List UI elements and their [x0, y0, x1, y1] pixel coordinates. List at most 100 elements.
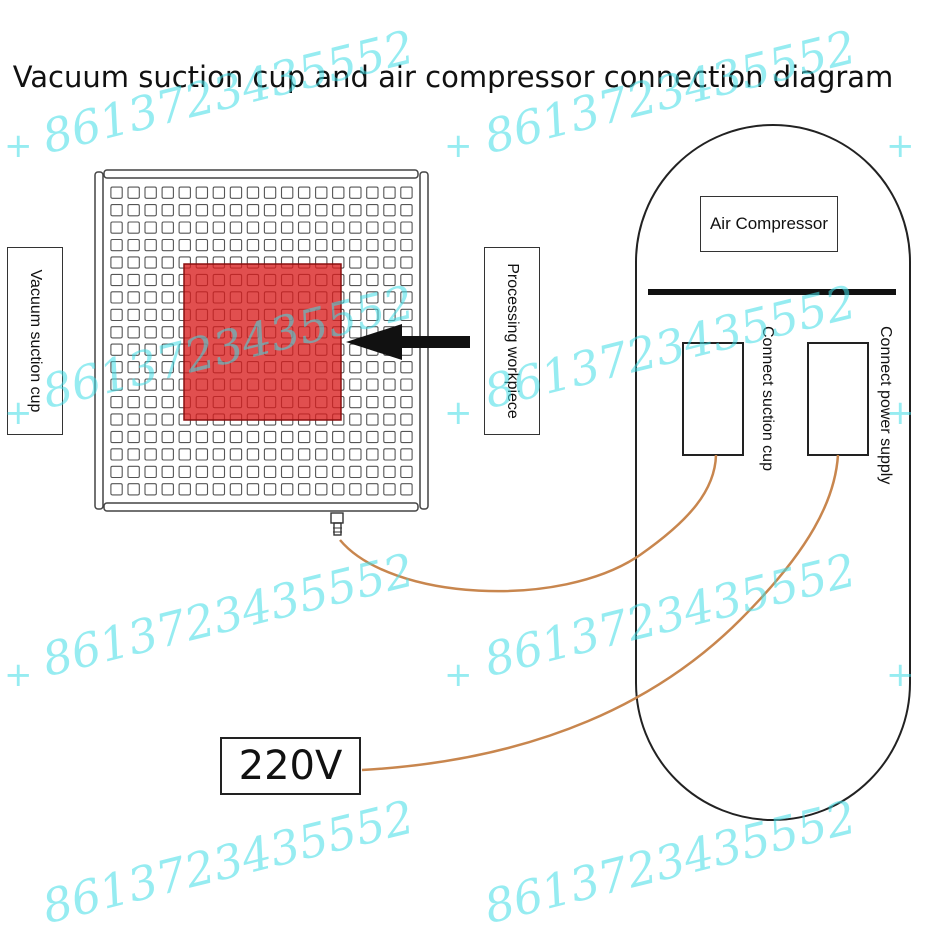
- suction-hole: [315, 483, 328, 496]
- suction-hole: [383, 395, 396, 409]
- suction-hole: [400, 413, 413, 426]
- suction-hole: [161, 326, 174, 339]
- suction-hole: [383, 256, 396, 269]
- suction-hole: [127, 361, 140, 374]
- suction-hole: [246, 204, 260, 217]
- suction-hole: [332, 448, 345, 461]
- suction-hole: [349, 465, 362, 479]
- suction-hole: [400, 395, 413, 409]
- suction-hole: [349, 238, 362, 252]
- suction-hole: [144, 361, 157, 374]
- suction-hole: [400, 291, 413, 304]
- suction-hole: [383, 308, 396, 322]
- suction-hole: [110, 326, 123, 339]
- suction-hole: [349, 186, 362, 199]
- suction-hole: [161, 395, 174, 409]
- suction-hole: [127, 326, 140, 339]
- suction-hole: [110, 221, 123, 234]
- suction-hole: [349, 221, 362, 234]
- suction-hole: [383, 221, 396, 234]
- suction-hole: [127, 395, 140, 409]
- suction-hole: [127, 465, 140, 479]
- suction-hole: [315, 430, 328, 444]
- suction-hole: [144, 326, 157, 339]
- suction-hole: [246, 238, 260, 252]
- watermark-plus: +: [4, 126, 33, 166]
- suction-hole: [161, 308, 174, 322]
- suction-hole: [280, 465, 294, 479]
- watermark-plus: +: [886, 655, 915, 695]
- suction-hole: [383, 238, 396, 252]
- suction-hole: [349, 361, 362, 374]
- suction-hole: [127, 430, 140, 444]
- suction-hole: [366, 378, 379, 391]
- suction-hole: [383, 186, 396, 199]
- suction-hole: [178, 186, 191, 199]
- suction-hole: [110, 465, 123, 479]
- suction-hole: [246, 430, 260, 444]
- suction-hole: [400, 430, 413, 444]
- suction-hole: [212, 483, 226, 496]
- suction-hole: [144, 343, 157, 356]
- suction-hole: [178, 430, 191, 444]
- suction-hole: [144, 256, 157, 269]
- suction-hole: [246, 186, 260, 199]
- suction-hole: [110, 291, 123, 304]
- watermark-plus: +: [4, 393, 33, 433]
- suction-hole: [400, 483, 413, 496]
- suction-hole: [178, 448, 191, 461]
- suction-hole: [315, 204, 328, 217]
- suction-hole: [297, 448, 311, 461]
- suction-hole: [212, 221, 226, 234]
- suction-hole: [366, 483, 379, 496]
- suction-hole: [349, 256, 362, 269]
- suction-hole: [212, 465, 226, 479]
- suction-hole: [280, 238, 294, 252]
- suction-hole: [366, 395, 379, 409]
- suction-hole: [263, 221, 277, 234]
- plate-bottom-rail: [103, 502, 419, 512]
- suction-hole: [195, 483, 209, 496]
- suction-hole: [297, 430, 311, 444]
- suction-hole: [383, 204, 396, 217]
- suction-hole: [127, 378, 140, 391]
- suction-hole: [178, 238, 191, 252]
- suction-hole: [280, 221, 294, 234]
- suction-hole: [127, 273, 140, 287]
- suction-hole: [212, 204, 226, 217]
- suction-hole: [161, 430, 174, 444]
- suction-hole: [144, 430, 157, 444]
- suction-hole: [127, 448, 140, 461]
- suction-hole: [383, 378, 396, 391]
- suction-hole: [315, 221, 328, 234]
- suction-hole: [144, 221, 157, 234]
- suction-hole: [263, 204, 277, 217]
- suction-hole: [400, 273, 413, 287]
- suction-hole: [349, 430, 362, 444]
- suction-hole: [127, 186, 140, 199]
- suction-hole: [349, 273, 362, 287]
- suction-port: [682, 342, 744, 456]
- suction-hole: [366, 204, 379, 217]
- suction-hole: [161, 465, 174, 479]
- suction-hole: [349, 413, 362, 426]
- suction-hole: [332, 204, 345, 217]
- suction-hole: [349, 326, 362, 339]
- suction-hole: [297, 483, 311, 496]
- suction-hole: [161, 361, 174, 374]
- suction-hole: [400, 308, 413, 322]
- suction-hole: [383, 361, 396, 374]
- suction-hole: [144, 395, 157, 409]
- air-compressor-body: [635, 124, 911, 821]
- suction-hole: [280, 204, 294, 217]
- power-cable: [361, 454, 840, 772]
- suction-hole: [246, 483, 260, 496]
- suction-hole: [212, 238, 226, 252]
- vacuum-suction-cup-text: Vacuum suction cup: [27, 269, 44, 413]
- page-title: Vacuum suction cup and air compressor co…: [12, 60, 894, 94]
- suction-hole: [366, 430, 379, 444]
- suction-hole: [280, 448, 294, 461]
- suction-hole: [178, 465, 191, 479]
- suction-hole: [229, 483, 243, 496]
